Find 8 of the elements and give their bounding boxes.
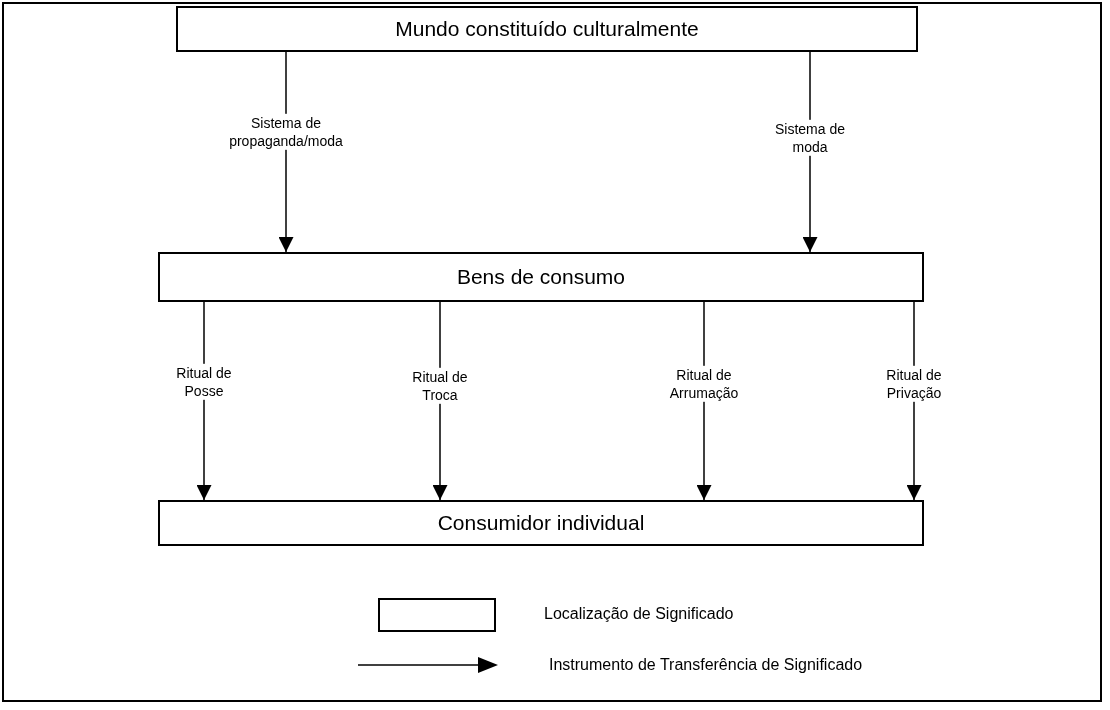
box-label: Consumidor individual <box>437 511 645 535</box>
box-label: Mundo constituído culturalmente <box>395 17 699 41</box>
box <box>158 252 924 302</box>
legend-label: Localização de Significado <box>544 605 734 623</box>
box-label: Bens de consumo <box>456 265 626 289</box>
box <box>176 6 918 52</box>
box <box>158 500 924 546</box>
legend-label: Instrumento de Transferência de Significado <box>549 656 863 674</box>
